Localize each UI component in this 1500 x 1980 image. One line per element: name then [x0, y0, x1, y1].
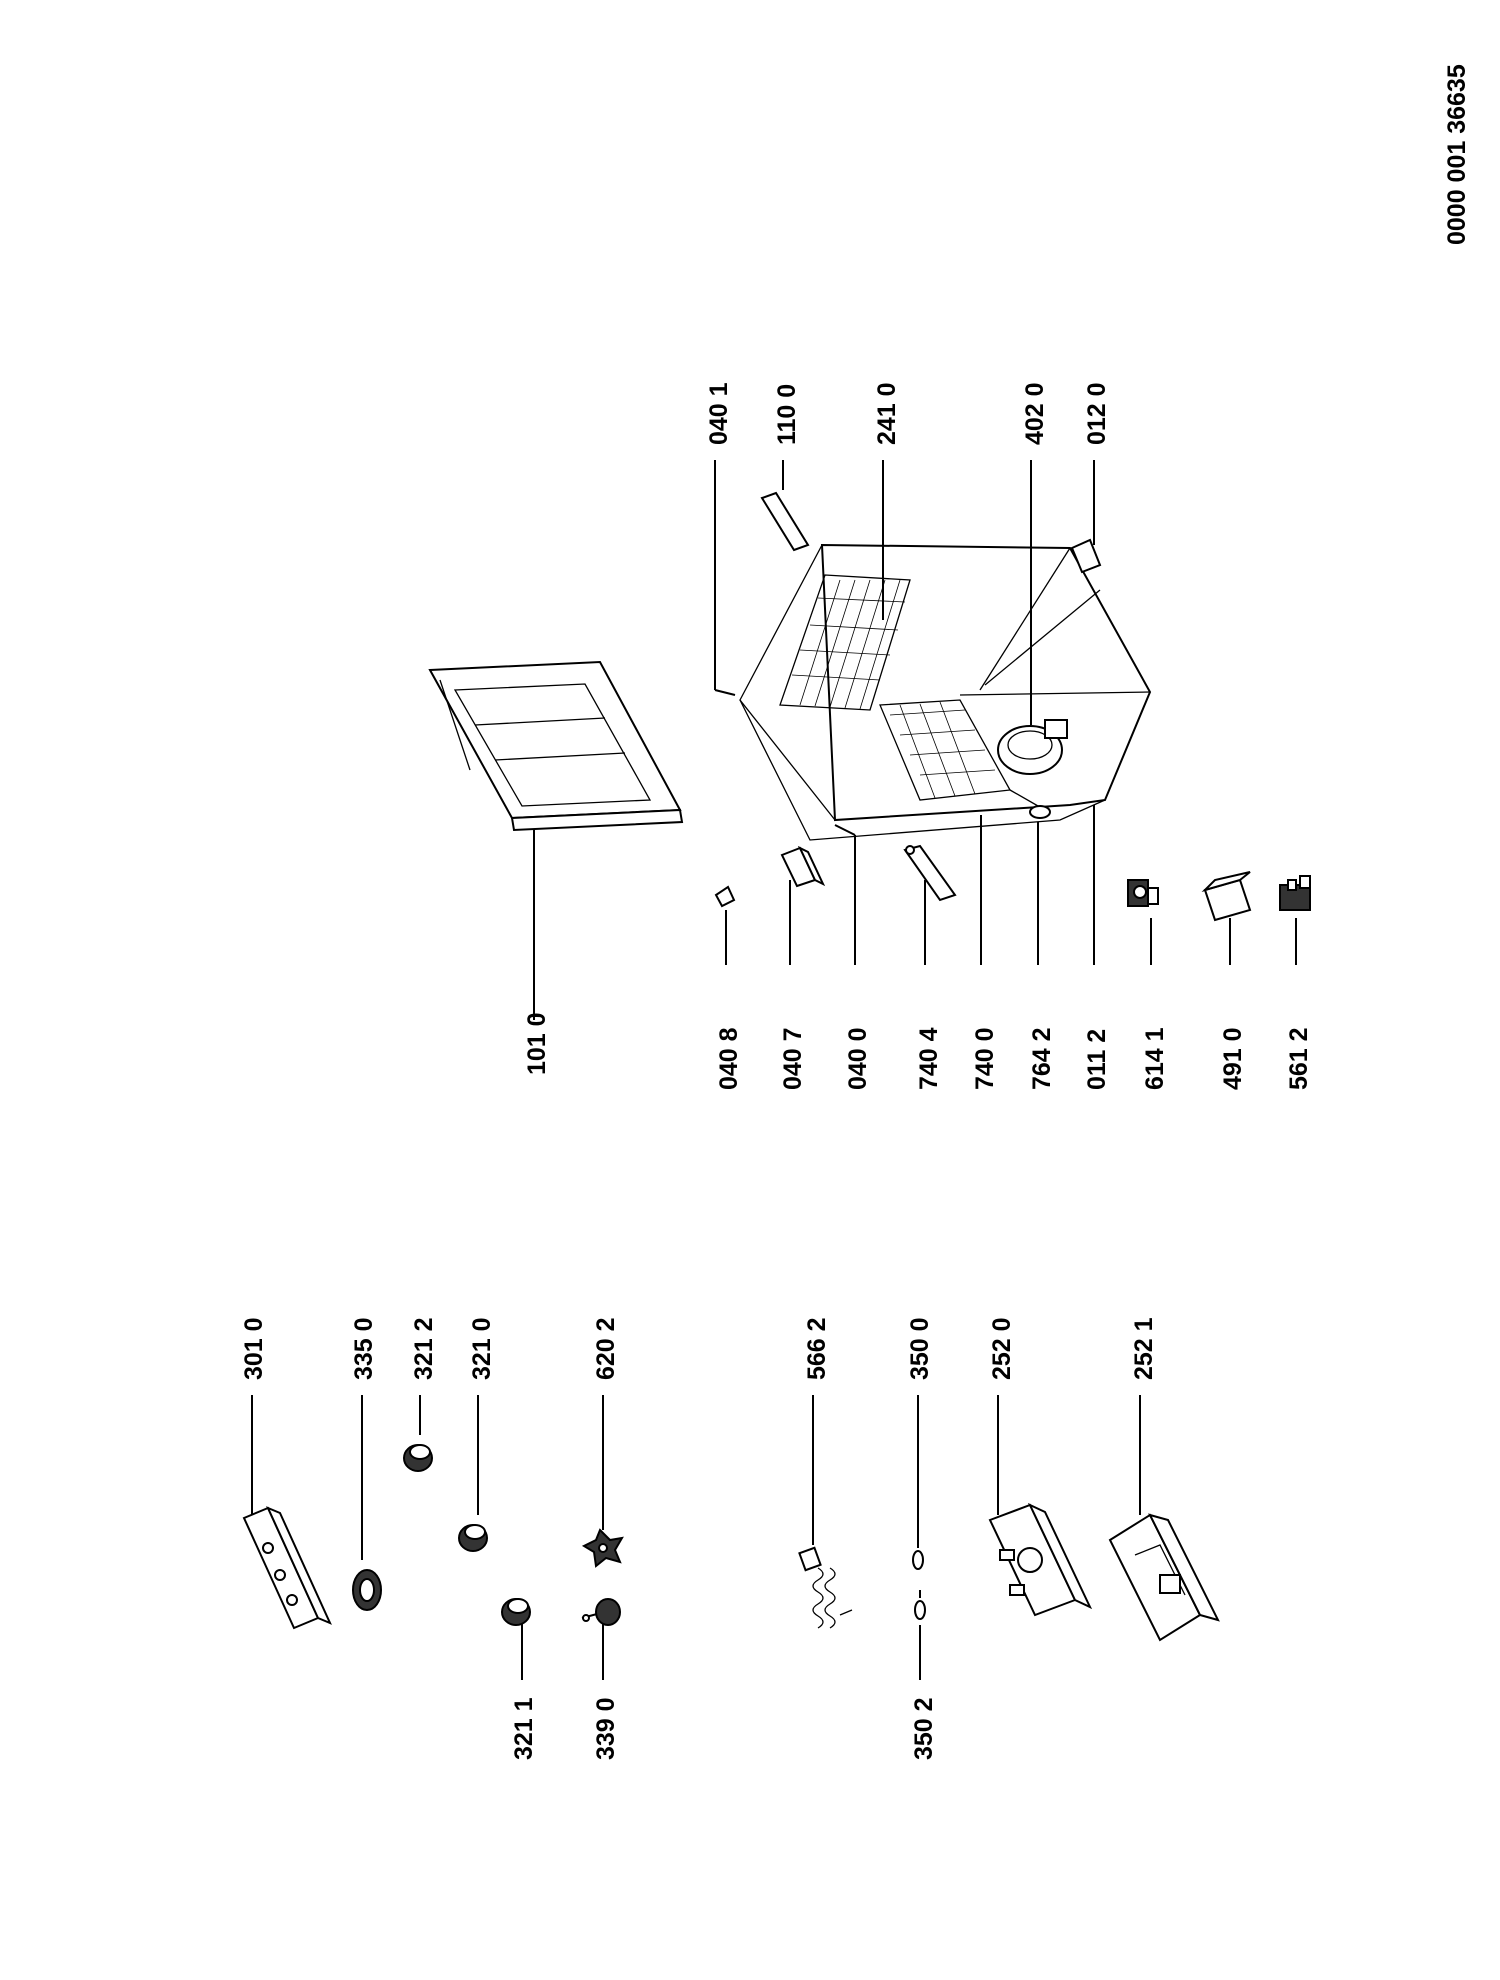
callout-7404: 740 4: [915, 880, 943, 1090]
label-3502: 350 2: [910, 1697, 938, 1760]
callout-1010: 101 0: [523, 815, 551, 1075]
control-panel-part: [242, 1506, 332, 1630]
bracket-part-0407: [780, 845, 826, 888]
label-0112: 011 2: [1083, 1029, 1111, 1090]
callout-0120: 012 0: [1083, 382, 1111, 545]
callout-0112: 011 2: [1083, 805, 1111, 1090]
label-0401: 040 1: [705, 382, 733, 445]
label-4910: 491 0: [1219, 1027, 1247, 1090]
callout-3390: 339 0: [592, 1620, 620, 1760]
relay-housing-part: [988, 1502, 1093, 1617]
relay-cover-part: [1108, 1513, 1220, 1642]
cover-part-4910: [1201, 871, 1252, 922]
label-0408: 040 8: [715, 1027, 743, 1090]
callout-5662: 566 2: [803, 1317, 831, 1545]
label-7642: 764 2: [1028, 1027, 1056, 1090]
label-0400: 040 0: [844, 1027, 872, 1090]
callout-0401: 040 1: [705, 382, 736, 696]
callout-1100: 110 0: [773, 384, 801, 490]
label-7404: 740 4: [915, 1027, 943, 1090]
document-number: 0000 001 36635: [1443, 64, 1471, 245]
callout-4020: 402 0: [1021, 382, 1049, 725]
label-0120: 012 0: [1083, 382, 1111, 445]
label-3500: 350 0: [906, 1317, 934, 1380]
label-2520: 252 0: [988, 1317, 1016, 1380]
label-2521: 252 1: [1130, 1317, 1158, 1380]
label-3211: 321 1: [510, 1697, 538, 1760]
lid-part: [428, 660, 684, 832]
label-5612: 561 2: [1285, 1027, 1313, 1090]
label-4020: 402 0: [1021, 382, 1049, 445]
clip-part-0408: [714, 885, 736, 908]
lamp-part-3500: [912, 1540, 924, 1570]
label-3010: 301 0: [240, 1317, 268, 1380]
callout-3010: 301 0: [240, 1317, 268, 1515]
lamp-part-3502: [914, 1590, 926, 1620]
terminal-part-5612: [1279, 875, 1311, 911]
label-0407: 040 7: [779, 1027, 807, 1090]
callout-0400: 040 0: [834, 824, 872, 1090]
callout-7400: 740 0: [971, 815, 999, 1090]
knob-part-3212: [403, 1444, 433, 1472]
label-1010: 101 0: [523, 1012, 551, 1075]
label-6202: 620 2: [592, 1317, 620, 1380]
callout-0407: 040 7: [779, 880, 807, 1090]
bracket-part-7404: [903, 844, 957, 902]
callout-6202: 620 2: [592, 1317, 620, 1530]
label-3210: 321 0: [468, 1317, 496, 1380]
cabinet-part: [739, 543, 1152, 841]
callout-3210: 321 0: [468, 1317, 496, 1515]
label-7400: 740 0: [971, 1027, 999, 1090]
label-3350: 335 0: [350, 1317, 378, 1380]
switch-part-6141: [1127, 879, 1159, 907]
callout-4910: 491 0: [1219, 918, 1247, 1090]
label-6141: 614 1: [1141, 1027, 1169, 1090]
hinge-part-0120: [1070, 538, 1102, 574]
label-3390: 339 0: [592, 1697, 620, 1760]
star-knob-part: [581, 1528, 624, 1568]
callout-3500: 350 0: [906, 1317, 934, 1545]
callout-2521: 252 1: [1130, 1317, 1158, 1515]
callout-0408: 040 8: [715, 910, 743, 1090]
callout-3502: 350 2: [910, 1625, 938, 1760]
coil-spring-part: [798, 1546, 853, 1629]
label-2410: 241 0: [873, 382, 901, 445]
callout-3212: 321 2: [410, 1317, 438, 1435]
callout-3211: 321 1: [510, 1605, 538, 1760]
label-1100: 110 0: [773, 384, 801, 445]
callout-3350: 335 0: [350, 1317, 378, 1560]
callout-2520: 252 0: [988, 1317, 1016, 1515]
thermostat-knob-part: [581, 1598, 621, 1626]
callout-6141: 614 1: [1141, 918, 1169, 1090]
knob-spring-part: [352, 1569, 382, 1611]
knob-part-3210: [458, 1524, 488, 1552]
label-3212: 321 2: [410, 1317, 438, 1380]
label-5662: 566 2: [803, 1317, 831, 1380]
callout-2410: 241 0: [873, 382, 901, 620]
knob-part-3211: [501, 1598, 531, 1626]
handle-part: [760, 491, 810, 552]
callout-7642: 764 2: [1028, 822, 1056, 1090]
callout-5612: 561 2: [1285, 918, 1313, 1090]
